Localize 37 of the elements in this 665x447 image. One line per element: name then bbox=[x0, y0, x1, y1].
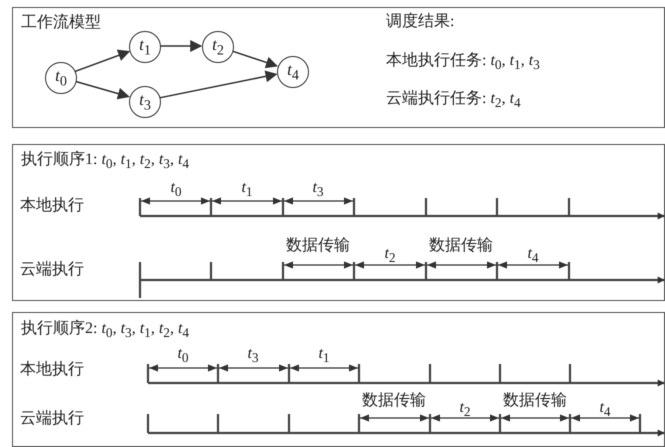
segment-label: t$_{0}$ bbox=[177, 346, 189, 365]
sequence-title: 执行顺序1: t$_{0}$, t$_{1}$, t$_{2}$, t$_{3}$, t$_{4}$ bbox=[21, 152, 190, 171]
task-circle: t$_{0}$ bbox=[45, 62, 77, 94]
panel-box bbox=[12, 7, 665, 128]
arrow bbox=[160, 40, 202, 52]
task-circle: t$_{2}$ bbox=[202, 31, 234, 63]
result-line: 云端执行任务: t$_{2}$, t$_{4}$ bbox=[386, 91, 521, 110]
segment-label: 数据传输 bbox=[503, 393, 567, 409]
arrow bbox=[74, 50, 130, 72]
row-label: 本地执行 bbox=[20, 362, 84, 378]
task-circle: t$_{3}$ bbox=[129, 86, 161, 118]
model-title: 工作流模型 bbox=[21, 15, 101, 31]
arrow bbox=[232, 50, 278, 68]
task-circle: t$_{4}$ bbox=[277, 56, 309, 88]
panel-box bbox=[12, 312, 665, 447]
segment-label: t$_{3}$ bbox=[247, 346, 259, 365]
arrow bbox=[75, 80, 130, 100]
segment-label: t$_{2}$ bbox=[384, 246, 396, 265]
row-label: 本地执行 bbox=[20, 198, 84, 214]
segment-label: t$_{2}$ bbox=[459, 400, 471, 419]
result-heading: 调度结果: bbox=[386, 14, 454, 30]
segment-label: t$_{1}$ bbox=[318, 346, 330, 365]
row-label: 云端执行 bbox=[20, 262, 84, 278]
row-label: 云端执行 bbox=[20, 411, 84, 427]
panel-box bbox=[12, 144, 665, 301]
segment-label: 数据传输 bbox=[429, 238, 493, 254]
sequence-title: 执行顺序2: t$_{0}$, t$_{3}$, t$_{1}$, t$_{2}$, t$_{4}$ bbox=[21, 321, 190, 340]
segment-label: 数据传输 bbox=[286, 238, 350, 254]
arrow bbox=[160, 70, 278, 99]
segment-label: t$_{4}$ bbox=[599, 400, 611, 419]
segment-label: 数据传输 bbox=[362, 393, 426, 409]
segment-label: t$_{4}$ bbox=[527, 246, 539, 265]
result-line: 本地执行任务: t$_{0}$, t$_{1}$, t$_{3}$ bbox=[386, 53, 540, 72]
segment-label: t$_{3}$ bbox=[312, 180, 324, 199]
segment-label: t$_{0}$ bbox=[170, 180, 182, 199]
segment-label: t$_{1}$ bbox=[241, 180, 253, 199]
task-circle: t$_{1}$ bbox=[129, 31, 161, 63]
